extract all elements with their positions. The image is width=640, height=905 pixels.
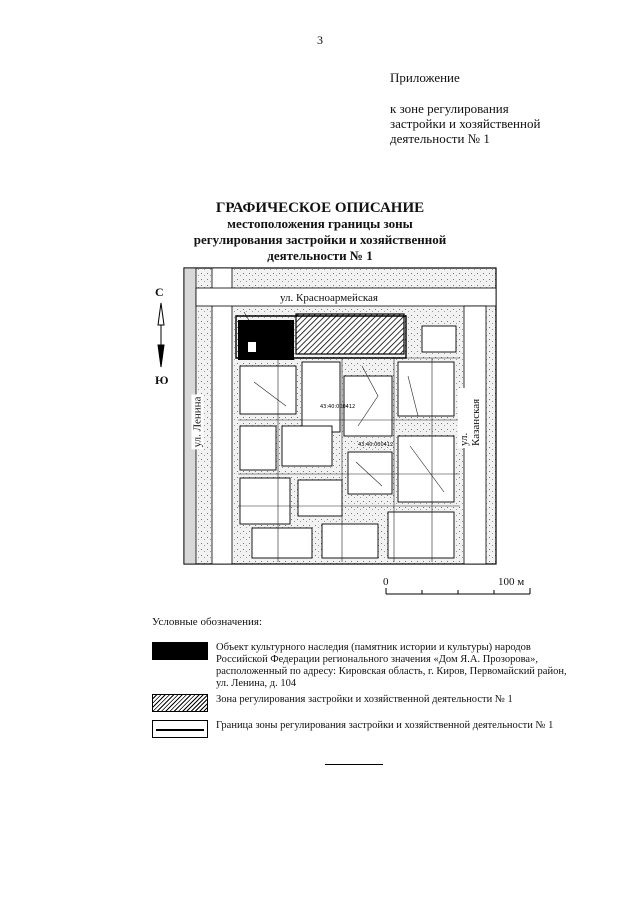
appendix-line: к зоне регулирования <box>390 101 509 116</box>
heading-subtitle-line: местоположения границы зоны <box>227 216 413 231</box>
legend-item-heritage: Объект культурного наследия (памятник ис… <box>152 642 572 690</box>
appendix-line: деятельности № 1 <box>390 131 490 146</box>
map-drawing: 43:40:000412 43:40:000412 <box>183 267 497 565</box>
north-arrow: С Ю <box>150 285 178 395</box>
svg-text:43:40:000412: 43:40:000412 <box>358 442 393 448</box>
legend-item-boundary: Граница зоны регулирования застройки и х… <box>152 720 572 738</box>
page-number: 3 <box>317 33 323 47</box>
hatch-swatch <box>152 694 208 712</box>
heading-subtitle-line: регулирования застройки и хозяйственной <box>193 232 447 247</box>
north-label: С <box>155 285 164 299</box>
heading-subtitle-line: деятельности № 1 <box>267 248 373 263</box>
black-fill-swatch <box>152 642 208 660</box>
line-swatch <box>152 720 208 738</box>
bottom-rule <box>325 764 383 765</box>
street-label-right: ул. Казанская <box>458 388 482 448</box>
legend-title: Условные обозначения: <box>152 616 263 628</box>
svg-text:43:40:000412: 43:40:000412 <box>320 404 355 410</box>
scale-bar: 0 100 м <box>380 576 540 598</box>
appendix-title: Приложение <box>390 70 460 85</box>
scale-start: 0 <box>383 576 389 588</box>
scale-end: 100 м <box>498 576 525 588</box>
legend-item-zone: Зона регулирования застройки и хозяйстве… <box>152 694 572 712</box>
legend-item-text: Объект культурного наследия (памятник ис… <box>216 642 567 689</box>
legend-item-text: Зона регулирования застройки и хозяйстве… <box>216 694 513 705</box>
south-label: Ю <box>155 373 169 387</box>
street-label-left: ул. Ленина <box>191 394 204 450</box>
heading-title: ГРАФИЧЕСКОЕ ОПИСАНИЕ <box>215 200 425 216</box>
street-label-top: ул. Красноармейская <box>278 292 380 304</box>
appendix-block: Приложение к зоне регулирования застройк… <box>390 70 630 146</box>
legend-item-text: Граница зоны регулирования застройки и х… <box>216 720 554 731</box>
compass-arrow-icon <box>157 302 165 368</box>
appendix-line: застройки и хозяйственной <box>390 116 541 131</box>
scale-ruler-icon <box>385 588 531 595</box>
cadastral-map: 43:40:000412 43:40:000412 ул. Красноарме… <box>182 266 500 568</box>
document-heading: ГРАФИЧЕСКОЕ ОПИСАНИЕ местоположения гран… <box>0 200 640 264</box>
